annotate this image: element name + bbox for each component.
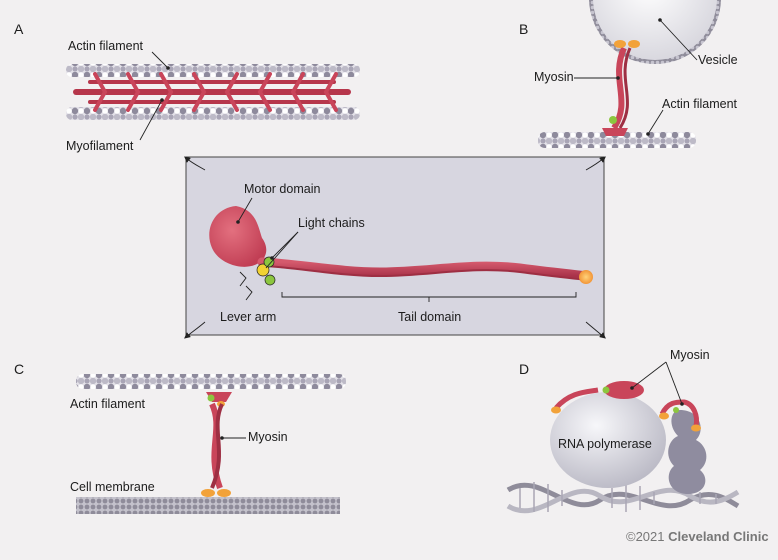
panel-a-actin-label: Actin filament <box>68 39 144 53</box>
panel-c-letter: C <box>14 361 24 377</box>
panel-c-membrane-label: Cell membrane <box>70 480 155 494</box>
arrow-to-panel-c <box>184 321 206 339</box>
light-chains-label: Light chains <box>298 216 365 230</box>
leader-line <box>151 51 169 69</box>
motor-domain-head <box>209 206 267 267</box>
arrow-to-panel-b <box>585 156 606 171</box>
credit-brand: Cleveland Clinic <box>668 529 768 544</box>
leader-line <box>665 361 683 405</box>
motor-domain-label: Motor domain <box>244 182 320 196</box>
leader-line <box>139 99 163 141</box>
actin-filament-top <box>66 64 360 77</box>
tail <box>257 257 593 281</box>
panel-a: A Actin filament Myofilament <box>14 21 360 153</box>
light-chain-green-2 <box>264 274 276 286</box>
actin-filament-bottom <box>66 107 360 120</box>
panel-a-myofilament-label: Myofilament <box>66 139 134 153</box>
panel-b: B Vesicle Myosin Actin filament <box>519 0 738 148</box>
panel-d: D RNA polymerase Myosin <box>506 348 740 514</box>
myosin-molecule <box>201 392 232 497</box>
myofilament <box>73 72 351 112</box>
light-chain-yellow <box>256 263 270 277</box>
rna-polymerase <box>550 392 666 488</box>
copyright-credit: ©2021 Cleveland Clinic <box>626 529 769 544</box>
panel-a-letter: A <box>14 21 24 37</box>
lever-arm-label: Lever arm <box>220 310 276 324</box>
dna-helix <box>506 482 740 514</box>
leader-line <box>659 19 698 61</box>
credit-year: ©2021 <box>626 529 665 544</box>
myosin-molecule-detail <box>209 206 593 286</box>
arrow-to-panel-d <box>585 321 606 339</box>
myosin-molecules <box>551 381 701 432</box>
actin-filament <box>76 374 346 389</box>
panel-c-actin-label: Actin filament <box>70 397 146 411</box>
leader-line <box>631 361 667 389</box>
arrow-to-panel-a <box>184 156 206 171</box>
panel-b-myosin-label: Myosin <box>534 70 574 84</box>
actin-filament <box>538 132 696 148</box>
myosin-molecule <box>602 40 640 136</box>
leader-line <box>265 231 299 269</box>
panel-b-actin-label: Actin filament <box>662 97 738 111</box>
panel-b-letter: B <box>519 21 528 37</box>
protein-cluster <box>668 410 707 494</box>
panel-c-myosin-label: Myosin <box>248 430 288 444</box>
panel-b-vesicle-label: Vesicle <box>698 53 738 67</box>
leader-line <box>647 109 664 135</box>
cell-membrane <box>76 497 340 514</box>
panel-c: C Actin filament Myosin Cell membrane <box>14 361 346 514</box>
panel-d-myosin-label: Myosin <box>670 348 710 362</box>
lever-arm-bracket <box>239 271 253 301</box>
tail-tip <box>579 270 593 284</box>
leader-line <box>237 197 253 223</box>
panel-d-letter: D <box>519 361 529 377</box>
center-panel: Motor domain Light chains Lever arm Tail… <box>184 156 606 339</box>
tail-domain-label: Tail domain <box>398 310 461 324</box>
rna-polymerase-label: RNA polymerase <box>558 437 652 451</box>
